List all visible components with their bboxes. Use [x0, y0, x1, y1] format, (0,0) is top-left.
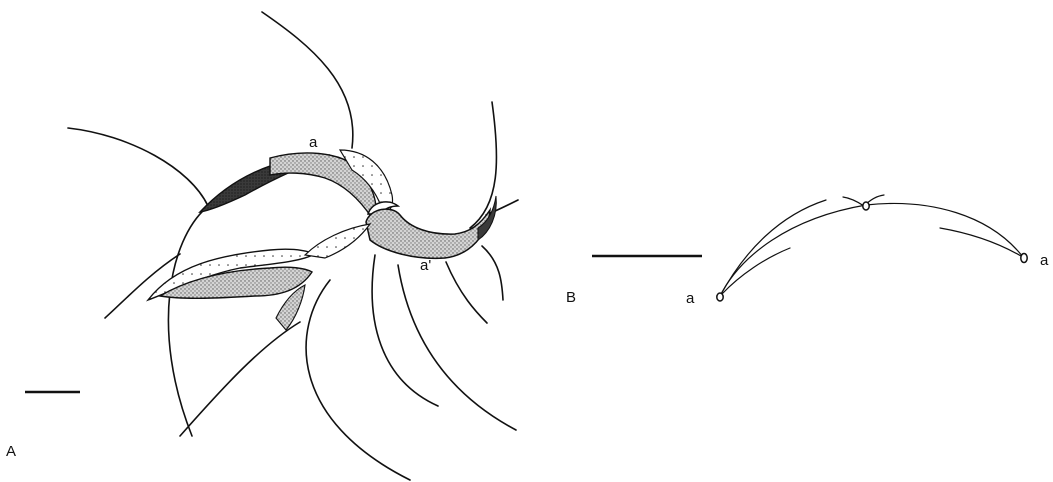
arc-main	[719, 203, 1023, 298]
point-label-a: a	[309, 134, 318, 151]
panel-b: B a a	[566, 195, 1049, 307]
left-end-label: a	[686, 290, 695, 307]
tail-curve-bottom	[306, 280, 410, 480]
node-left	[717, 293, 723, 301]
tail-curve-left-outer	[168, 208, 206, 436]
ribbon-center-link	[305, 224, 370, 258]
tail-curve-upper-left	[68, 128, 208, 206]
panel-a: a a' A	[6, 12, 518, 480]
ribbon-right	[366, 209, 490, 258]
tail-curve-right-low	[446, 262, 487, 323]
tail-curve-bottom-left	[180, 322, 300, 436]
arc-mid-tick-left	[843, 197, 864, 206]
panel-label-a: A	[6, 443, 16, 460]
node-right	[1021, 254, 1027, 263]
right-end-label: a	[1040, 252, 1049, 269]
point-label-a-prime: a'	[420, 257, 431, 274]
panel-label-b: B	[566, 289, 576, 306]
tail-curve-bottom-right	[398, 265, 516, 430]
tail-curve-right	[482, 246, 503, 300]
node-middle	[863, 202, 869, 210]
tail-curve-top	[262, 12, 353, 148]
arc-left-inner	[722, 248, 790, 294]
arc-left-outer	[720, 200, 826, 296]
tail-curve-bottom-mid	[372, 255, 438, 406]
